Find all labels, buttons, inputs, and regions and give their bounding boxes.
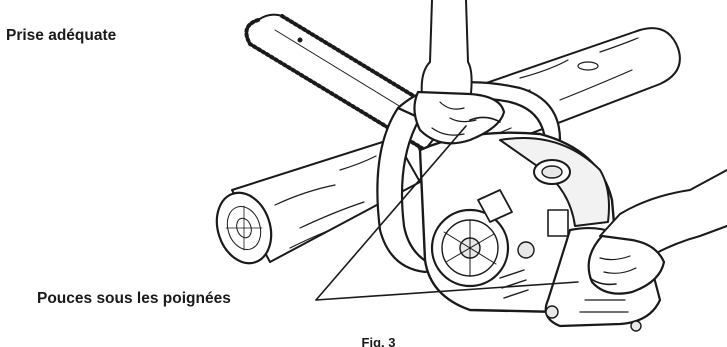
page-title: Prise adéquate [6, 27, 116, 45]
callout-label: Pouces sous les poignées [37, 290, 231, 308]
figure-caption: Fig. 3 [0, 335, 727, 347]
left-hand-icon [414, 0, 504, 143]
